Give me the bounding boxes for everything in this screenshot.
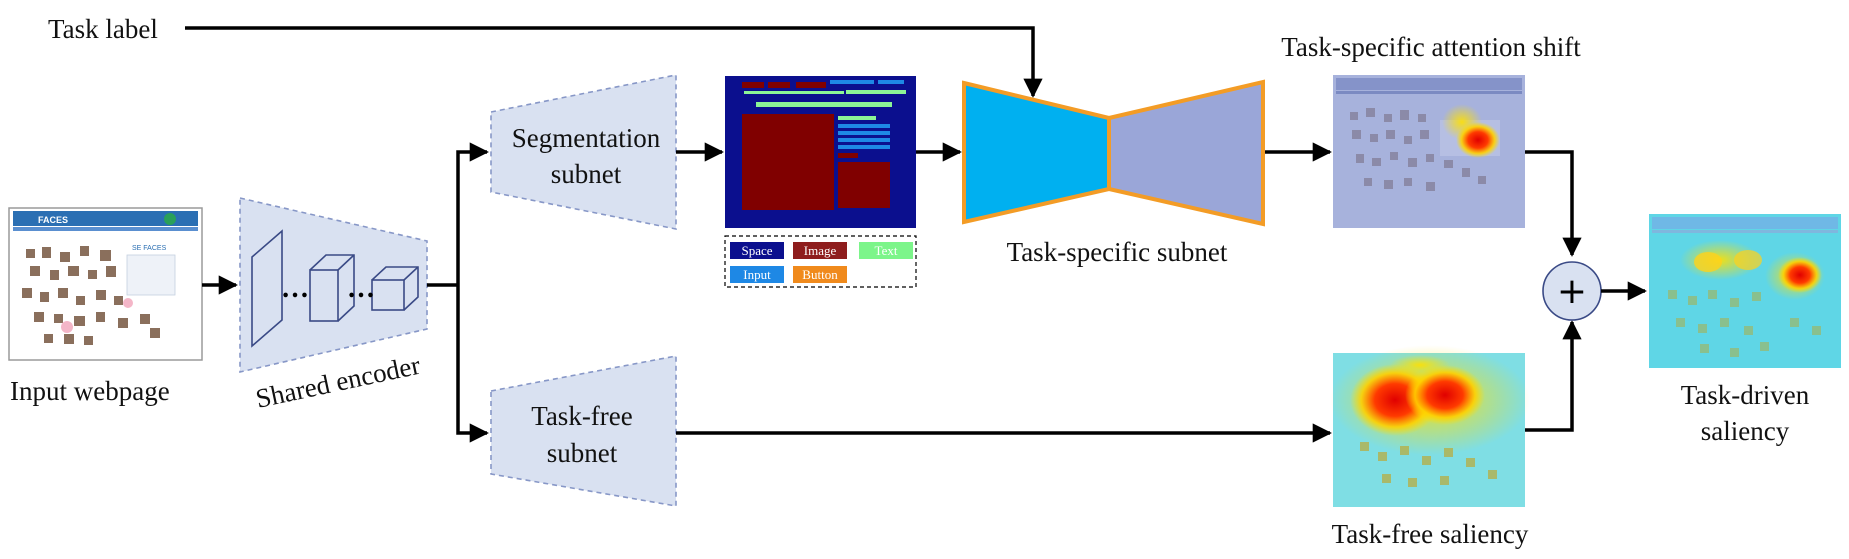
segmentation-subnet-label-2: subnet — [551, 159, 622, 189]
legend-swatch — [793, 242, 847, 259]
task-free-saliency-map — [1330, 345, 1530, 507]
legend-label: Text — [875, 243, 898, 258]
input-webpage-label: Input webpage — [10, 376, 170, 406]
legend-label: Image — [804, 243, 837, 258]
legend-item-input: Input — [730, 266, 784, 283]
task-free-subnet-label-2: subnet — [547, 438, 618, 468]
task-specific-subnet — [962, 79, 1265, 227]
arrow-saliency-to-plus — [1525, 320, 1582, 432]
segmentation-subnet-label-1: Segmentation — [512, 123, 661, 153]
legend-item-space: Space — [730, 242, 784, 259]
legend-label: Input — [743, 267, 771, 282]
legend-item-text: Text — [859, 242, 913, 259]
task-driven-saliency-map — [1649, 214, 1841, 368]
task-label-text: Task label — [48, 14, 158, 44]
attention-shift-label: Task-specific attention shift — [1281, 32, 1581, 62]
legend-label: Space — [741, 243, 772, 258]
arrow-encoder-to-taskfree — [456, 285, 489, 443]
task-free-subnet-label-1: Task-free — [531, 401, 633, 431]
encoder-ellipsis-1: … — [281, 273, 309, 304]
task-free-saliency-label: Task-free saliency — [1332, 519, 1529, 549]
attention-shift-map — [1333, 75, 1525, 228]
arrow-encoder-to-seg — [456, 142, 489, 285]
input-webpage-thumbnail: FACES SE FACES — [8, 207, 203, 361]
task-label-arrow — [185, 26, 1043, 98]
legend-item-button: Button — [793, 266, 847, 283]
webpage-logo: FACES — [38, 215, 68, 225]
shared-encoder: … … — [239, 196, 428, 374]
segmentation-subnet — [490, 74, 677, 230]
task-specific-subnet-label: Task-specific subnet — [1007, 237, 1228, 267]
legend-swatch — [793, 266, 847, 283]
plus-icon: + — [1557, 271, 1587, 312]
legend-item-image: Image — [793, 242, 847, 259]
task-driven-saliency-label-1: Task-driven — [1681, 380, 1810, 410]
legend-swatch — [730, 266, 784, 283]
sum-node: + — [1542, 261, 1602, 321]
task-free-subnet — [490, 355, 677, 507]
task-driven-saliency-label-2: saliency — [1701, 416, 1790, 446]
webpage-heading: SE FACES — [132, 245, 167, 252]
legend-swatch — [859, 242, 913, 259]
arrow-attention-to-plus — [1525, 150, 1582, 257]
legend-label: Button — [802, 267, 838, 282]
encoder-ellipsis-2: … — [347, 273, 375, 304]
segmentation-map — [725, 76, 916, 228]
legend-swatch — [730, 242, 784, 259]
